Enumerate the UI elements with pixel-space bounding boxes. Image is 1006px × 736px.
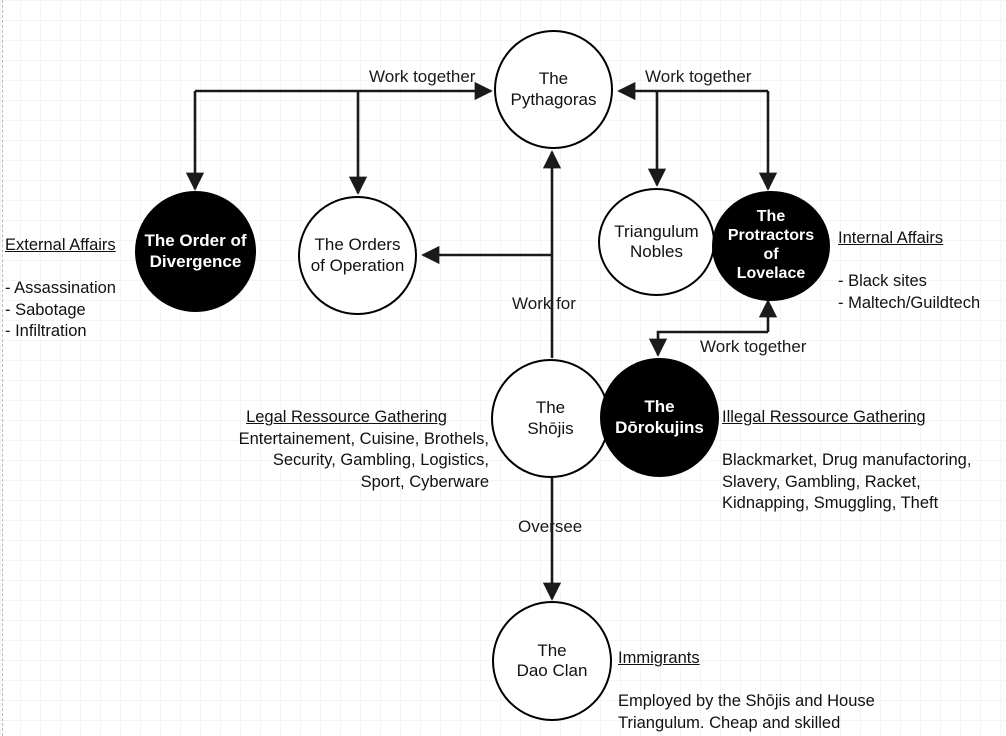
node-shojis-label: The Shōjis bbox=[527, 398, 574, 438]
node-triangulum-nobles-label: Triangulum Nobles bbox=[614, 221, 699, 261]
annotation-external-affairs: External Affairs - Assassination - Sabot… bbox=[5, 214, 116, 364]
annotation-external-affairs-title: External Affairs bbox=[5, 236, 116, 255]
annotation-immigrants-body: Employed by the Shōjis and House Triangu… bbox=[618, 692, 875, 736]
annotation-immigrants-title: Immigrants bbox=[618, 649, 700, 668]
annotation-illegal-resource-gathering-title: Illegal Ressource Gathering bbox=[722, 408, 926, 427]
annotation-internal-affairs: Internal Affairs - Black sites - Maltech… bbox=[838, 207, 980, 336]
edge-work-for bbox=[421, 150, 562, 358]
node-dorokujins[interactable]: The Dōrokujins bbox=[600, 358, 719, 477]
node-protractors-of-lovelace[interactable]: The Protractors of Lovelace bbox=[712, 191, 830, 301]
edge-label-top-right: Work together bbox=[645, 67, 752, 86]
node-dao-clan[interactable]: The Dao Clan bbox=[492, 601, 612, 721]
node-order-of-divergence-label: The Order of Divergence bbox=[144, 231, 247, 271]
node-order-of-divergence[interactable]: The Order of Divergence bbox=[135, 191, 256, 312]
annotation-internal-affairs-body: - Black sites - Maltech/Guildtech bbox=[838, 272, 981, 312]
annotation-legal-resource-gathering-title: Legal Ressource Gathering bbox=[246, 408, 447, 427]
annotation-illegal-resource-gathering-body: Blackmarket, Drug manufactoring, Slavery… bbox=[722, 451, 972, 513]
node-pythagoras-label: The Pythagoras bbox=[510, 69, 597, 109]
annotation-legal-resource-gathering: Legal Ressource Gathering Entertainement… bbox=[204, 386, 489, 515]
annotation-illegal-resource-gathering: Illegal Ressource Gathering Blackmarket,… bbox=[722, 386, 1002, 536]
node-protractors-of-lovelace-label: The Protractors of Lovelace bbox=[727, 208, 815, 282]
node-orders-of-operation[interactable]: The Orders of Operation bbox=[298, 196, 417, 315]
left-margin-guide bbox=[2, 0, 3, 736]
annotation-immigrants: Immigrants Employed by the Shōjis and Ho… bbox=[618, 627, 928, 736]
node-pythagoras[interactable]: The Pythagoras bbox=[494, 30, 613, 149]
edge-label-mid-right: Work together bbox=[700, 337, 807, 356]
annotation-internal-affairs-title: Internal Affairs bbox=[838, 229, 944, 248]
node-dao-clan-label: The Dao Clan bbox=[516, 640, 588, 680]
node-triangulum-nobles[interactable]: Triangulum Nobles bbox=[598, 188, 715, 296]
edge-label-top-left: Work together bbox=[369, 67, 476, 86]
annotation-legal-resource-gathering-body: Entertainement, Cuisine, Brothels, Secur… bbox=[238, 429, 489, 491]
annotation-external-affairs-body: - Assassination - Sabotage - Infiltratio… bbox=[5, 279, 116, 341]
node-orders-of-operation-label: The Orders of Operation bbox=[310, 235, 405, 275]
edge-label-oversee: Oversee bbox=[518, 517, 583, 536]
edge-pythagoras-divergence-operation bbox=[185, 81, 493, 195]
edge-protractors-dorokujins bbox=[648, 299, 778, 357]
node-dorokujins-label: The Dōrokujins bbox=[615, 397, 704, 437]
node-shojis[interactable]: The Shōjis bbox=[491, 359, 610, 478]
edge-label-work-for: Work for bbox=[512, 294, 576, 313]
edge-pythagoras-triangulum-protractors bbox=[617, 81, 778, 191]
